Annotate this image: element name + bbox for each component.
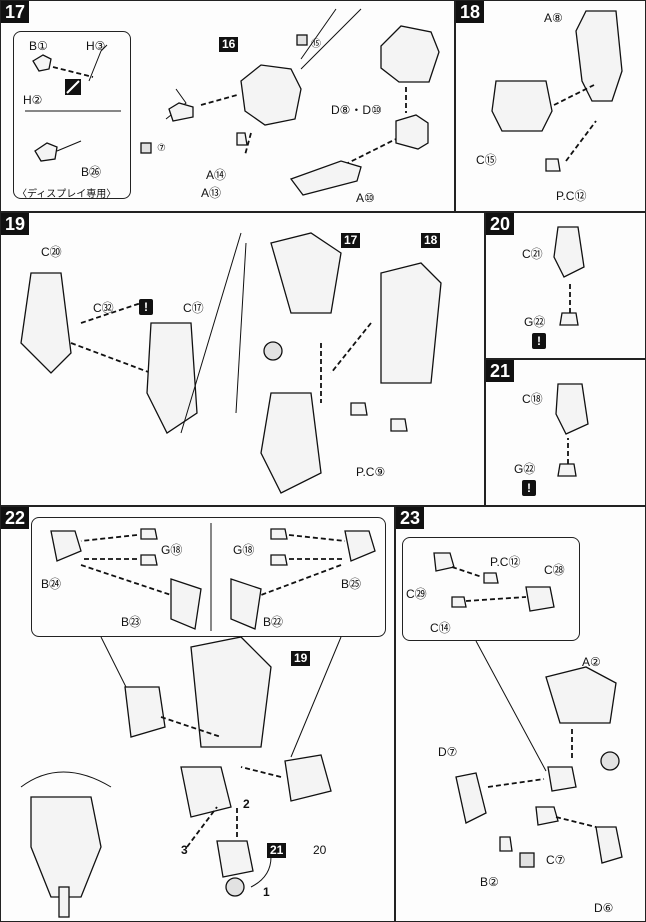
s17-inset-b26: B㉖ bbox=[81, 165, 102, 179]
s17-part-a13: A⑬ bbox=[201, 186, 222, 200]
s23-part-b2: B② bbox=[480, 875, 499, 889]
s23-part-d6: D⑥ bbox=[594, 901, 614, 915]
s19-ref-step-17: 17 bbox=[341, 233, 361, 248]
s22-inset-g18-right: G⑱ bbox=[233, 543, 255, 557]
s17-part-d8-d10: D⑧・D⑩ bbox=[331, 103, 382, 117]
s22-inset-g18-left: G⑱ bbox=[161, 543, 183, 557]
step-18-panel: 18 A⑧ C⑮ P.C⑫ bbox=[455, 0, 646, 212]
s22-inset-b24: B㉔ bbox=[41, 577, 62, 591]
s19-warning-icon: ! bbox=[139, 299, 153, 315]
s23-part-d7: D⑦ bbox=[438, 745, 458, 759]
s22-ref-step-21: 21 bbox=[267, 843, 287, 858]
s22-inset-b22: B㉒ bbox=[263, 615, 284, 629]
s20-part-g22: G㉒ bbox=[524, 315, 546, 329]
step-22-drawing bbox=[20, 523, 376, 918]
s20-warning-icon: ! bbox=[532, 333, 546, 349]
step-21-panel: 21 C⑱ G㉒ ! bbox=[485, 359, 646, 506]
s23-inset-c28: C㉘ bbox=[544, 563, 565, 577]
s19-ref-step-18: 18 bbox=[421, 233, 441, 248]
s18-part-a8: A⑧ bbox=[544, 11, 563, 25]
s22-inset-b23: B㉓ bbox=[121, 615, 142, 629]
s22-inset-b25: B㉕ bbox=[341, 577, 362, 591]
s18-part-c15: C⑮ bbox=[476, 153, 497, 167]
step-22-inset bbox=[31, 517, 386, 637]
s21-part-c18: C⑱ bbox=[522, 392, 543, 406]
s19-part-c17: C⑰ bbox=[183, 301, 204, 315]
s22-ref-step-19: 19 bbox=[291, 651, 311, 666]
step-17-drawing bbox=[25, 8, 440, 196]
step-23-inset bbox=[402, 537, 580, 641]
s17-part-a14: A⑭ bbox=[206, 168, 227, 182]
s17-inset-b1: B① bbox=[29, 39, 48, 53]
step-20-panel: 20 C㉑ G㉒ ! bbox=[485, 212, 646, 359]
s22-order-3: 3 bbox=[181, 843, 188, 857]
s17-ref-step: 16 bbox=[219, 37, 239, 52]
step-19-number: 19 bbox=[1, 213, 30, 235]
step-17-number: 17 bbox=[1, 1, 30, 23]
s23-part-a2: A② bbox=[582, 655, 601, 669]
step-17-inset bbox=[13, 31, 131, 199]
s17-inset-note: 〈ディスプレイ専用〉 bbox=[17, 189, 117, 200]
s19-part-pc9: P.C⑨ bbox=[356, 465, 386, 479]
s23-inset-c14: C⑭ bbox=[430, 621, 451, 635]
s23-part-c7: C⑦ bbox=[546, 853, 566, 867]
s23-inset-pc12: P.C⑫ bbox=[490, 555, 521, 569]
step-21-number: 21 bbox=[486, 360, 515, 382]
s23-inset-c29: C㉙ bbox=[406, 587, 427, 601]
s19-part-c32: C㉜ bbox=[93, 301, 114, 315]
s22-ref-suffix-20: 20 bbox=[313, 843, 327, 857]
step-18-drawing bbox=[491, 10, 623, 172]
s20-part-c21: C㉑ bbox=[522, 247, 543, 261]
step-21-drawing bbox=[555, 383, 589, 477]
step-23-panel: 23 P.C⑫ C㉘ C㉙ C⑭ A② D⑦ C⑦ B② D⑥ bbox=[395, 506, 646, 922]
s21-warning-icon: ! bbox=[522, 480, 536, 496]
s18-part-pc12: P.C⑫ bbox=[556, 189, 587, 203]
s22-order-1: 1 bbox=[263, 885, 270, 899]
s17-part-a10: A⑩ bbox=[356, 191, 375, 205]
s22-order-2: 2 bbox=[243, 797, 250, 811]
s17-inset-h3: H③ bbox=[86, 39, 106, 53]
step-23-number: 23 bbox=[396, 507, 425, 529]
step-19-panel: 19 C⑳ C㉜ ! C⑰ 17 18 P.C⑨ bbox=[0, 212, 485, 506]
step-18-number: 18 bbox=[456, 1, 485, 23]
s21-part-g22: G㉒ bbox=[514, 462, 536, 476]
s17-mark-7: ⑦ bbox=[157, 143, 166, 154]
step-17-panel: 17 B① H③ H② B㉖ 〈ディスプレイ専用〉 16 A⑭ A⑬ D⑧・D⑩… bbox=[0, 0, 455, 212]
s19-part-c20: C⑳ bbox=[41, 245, 62, 259]
step-20-drawing bbox=[553, 226, 585, 326]
step-22-number: 22 bbox=[1, 507, 30, 529]
s17-mark-15: ⑮ bbox=[311, 39, 321, 50]
step-20-number: 20 bbox=[486, 213, 515, 235]
step-23-drawing bbox=[433, 552, 623, 868]
s17-inset-h2: H② bbox=[23, 93, 43, 107]
step-22-panel: 22 G⑱ B㉔ B㉓ G⑱ B㉕ B㉒ 19 21 2 bbox=[0, 506, 395, 922]
step-19-drawing bbox=[20, 232, 442, 494]
